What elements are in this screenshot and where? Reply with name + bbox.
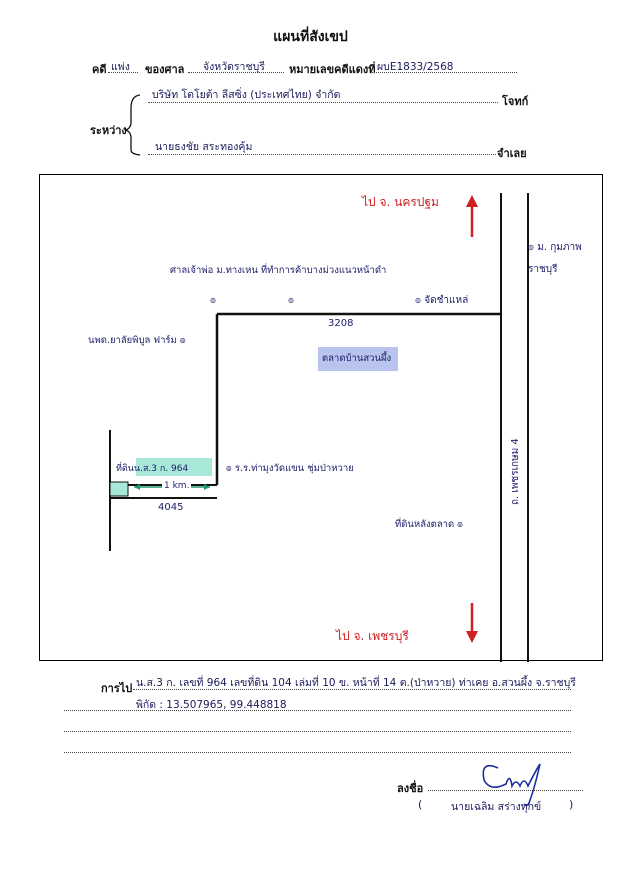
- road-label-highlight: [318, 347, 398, 371]
- document-title: แผนที่สังเขป: [273, 29, 348, 45]
- court-name: จังหวัดราชบุรี: [203, 61, 265, 73]
- coordinates: พิกัด : 13.507965, 99.448818: [136, 699, 287, 711]
- plot-label: ที่ดินน.ส.3 ก. 964: [116, 464, 189, 474]
- red-case-label: หมายเลขคดีแดงที่: [289, 63, 376, 76]
- road-4045-label: 4045: [158, 502, 184, 513]
- route-text: น.ส.3 ก. เลขที่ 964 เลขที่ดิน 104 เล่มที…: [136, 677, 576, 689]
- right-note: ๏ ร.ร.ท่ามุงวัดแขน ชุ่มป่าหวาย: [226, 463, 354, 474]
- road-number: 3208: [328, 318, 354, 329]
- circle-mark-2: ๏: [288, 295, 295, 306]
- north-destination: ไป จ. นครปฐม: [362, 195, 439, 209]
- plot-label-highlight: [136, 458, 212, 476]
- map-drawing: [109, 193, 529, 662]
- distance-label: 1 km.: [162, 481, 192, 491]
- plaintiff-name: บริษัท โตโยต้า ลีสซิ่ง (ประเทศไทย) จำกัด: [152, 89, 341, 101]
- signer-paren-close: ): [569, 798, 574, 811]
- case-type: แพ่ง: [111, 61, 130, 73]
- plot-highlight: [109, 481, 129, 497]
- south-destination: ไป จ. เพชรบุรี: [336, 629, 409, 643]
- farm-label: นพด.ยาลัยพิบูล ฟาร์ม ๏: [88, 335, 186, 346]
- sign-label: ลงชื่อ: [397, 782, 424, 795]
- east-label: ๏ ม. กุมภาพ ราชบุรี: [528, 242, 582, 275]
- highway-label: ถ. เพชรเกษม 4: [510, 438, 521, 505]
- north-road-text: ศาลเจ้าพ่อ ม.ทางเหน ที่ทำการค้าบางม่วงแน…: [170, 265, 387, 276]
- market-mark: ๏ จัดชำแหล่: [415, 295, 469, 306]
- defendant-role: จำเลย: [497, 147, 527, 160]
- signer-paren-open: (: [418, 798, 423, 811]
- road-center-label: ตลาดบ้านสวนผึ้ง: [322, 353, 392, 364]
- village-label: ที่ดินหลังตลาด ๏: [395, 519, 463, 530]
- red-case-number: ผบE1833/2568: [377, 61, 454, 73]
- case-label: คดี: [92, 63, 107, 76]
- defendant-name: นายธงชัย สระทองคุ้ม: [155, 141, 253, 153]
- circle-mark-1: ๏: [210, 295, 217, 306]
- signer-name: นายเฉลิม สร่างทุกข์: [451, 801, 542, 813]
- sketch-map: ไป จ. นครปฐม ๏ ม. กุมภาพ ราชบุรี ศาลเจ้า…: [39, 174, 603, 662]
- between-label: ระหว่าง: [90, 124, 127, 137]
- court-label: ของศาล: [145, 63, 185, 76]
- route-label: การไป: [101, 682, 133, 695]
- plaintiff-role: โจทก์: [502, 95, 529, 108]
